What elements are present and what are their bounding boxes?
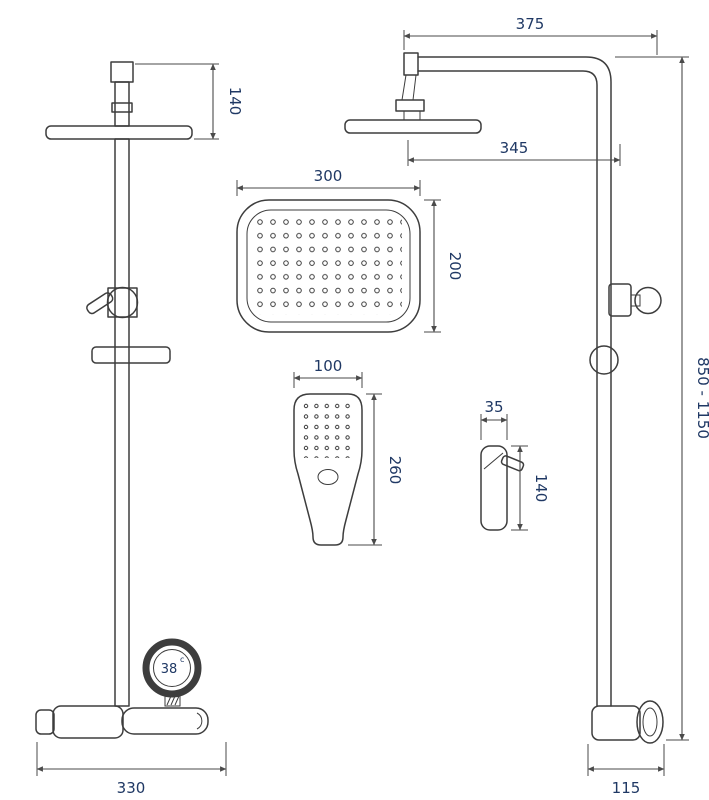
dim-head-wall-offset: 345 <box>407 139 621 166</box>
dim-left-base-width: 330 <box>36 742 227 797</box>
handset-nozzles <box>303 403 355 458</box>
dim-head-depth: 200 <box>424 199 464 333</box>
front-view-shower-column: 38 c <box>35 61 209 739</box>
dim-label-outlet-width: 35 <box>484 398 503 416</box>
arm-inner-line <box>417 70 598 707</box>
diverter-knob <box>106 286 139 319</box>
top-elbow <box>110 61 134 83</box>
dim-outlet-height: 140 <box>511 445 550 531</box>
temperature-knob <box>164 693 181 707</box>
dim-arm-reach: 375 <box>403 15 658 55</box>
head-outer <box>236 199 421 333</box>
overhead-shower-side-edge <box>344 119 482 134</box>
riser-pipe <box>114 138 130 707</box>
outlet-handle <box>500 455 525 472</box>
upper-pipe <box>114 81 130 127</box>
dial-temperature-unit: c <box>180 655 184 664</box>
dial-face <box>153 649 191 687</box>
dim-label-handset-length: 260 <box>386 456 404 485</box>
dim-column-height: 850 - 1150 <box>615 56 709 741</box>
dim-label-outlet-height: 140 <box>532 474 550 503</box>
spout <box>121 707 209 735</box>
overhead-shower-top-view <box>236 199 421 333</box>
head-nut <box>395 99 425 112</box>
dim-outlet-width: 35 <box>480 398 508 440</box>
handset-mode-button <box>317 469 339 485</box>
head-neck <box>401 74 417 101</box>
dim-label-left-head-height: 140 <box>226 87 244 116</box>
wall-bracket-body <box>608 283 632 317</box>
arm-outer-line <box>417 56 612 707</box>
wall-flange-inner <box>642 707 658 737</box>
outlet-bracket-view <box>480 445 525 531</box>
head-nozzles <box>256 218 402 315</box>
dim-label-head-depth: 200 <box>446 252 464 281</box>
thermostat-dial: 38 c <box>142 638 202 698</box>
outlet-body <box>480 445 508 531</box>
handset-outline <box>293 393 363 546</box>
dim-handset-width: 100 <box>293 357 363 388</box>
mixer-housing <box>52 705 124 739</box>
dim-label-handset-width: 100 <box>314 357 343 375</box>
wall-flange-outer <box>636 700 664 744</box>
wall-bracket-knob <box>634 286 662 315</box>
arm-end-cap <box>403 52 419 76</box>
outlet-crease <box>483 452 504 470</box>
slider-bracket <box>91 346 171 364</box>
head-stem <box>403 111 421 120</box>
diverter-lever <box>86 292 114 315</box>
dim-label-arm-reach: 375 <box>516 15 545 33</box>
dim-label-wall-offset: 115 <box>612 779 641 797</box>
hand-shower-view <box>293 393 363 546</box>
dim-label-column-height: 850 - 1150 <box>694 357 709 439</box>
head-inner <box>246 209 411 323</box>
mixer-body <box>35 705 209 739</box>
side-view-shower-column <box>344 52 664 744</box>
spout-mouth <box>196 712 203 730</box>
overhead-shower-edge <box>45 125 193 140</box>
dim-label-head-wall-offset: 345 <box>500 139 529 157</box>
dim-left-head-height: 140 <box>135 63 244 140</box>
mixer-left-cap <box>35 709 55 735</box>
dim-label-head-width: 300 <box>314 167 343 185</box>
wall-elbow-body <box>591 705 641 741</box>
head-connector-nut <box>111 102 133 113</box>
dim-wall-offset: 115 <box>587 744 665 797</box>
dim-label-left-base-width: 330 <box>117 779 146 797</box>
height-slider-ring <box>589 345 619 375</box>
dim-head-width: 300 <box>236 167 421 196</box>
dial-temperature: 38 <box>161 662 178 677</box>
dim-handset-length: 260 <box>348 393 404 546</box>
